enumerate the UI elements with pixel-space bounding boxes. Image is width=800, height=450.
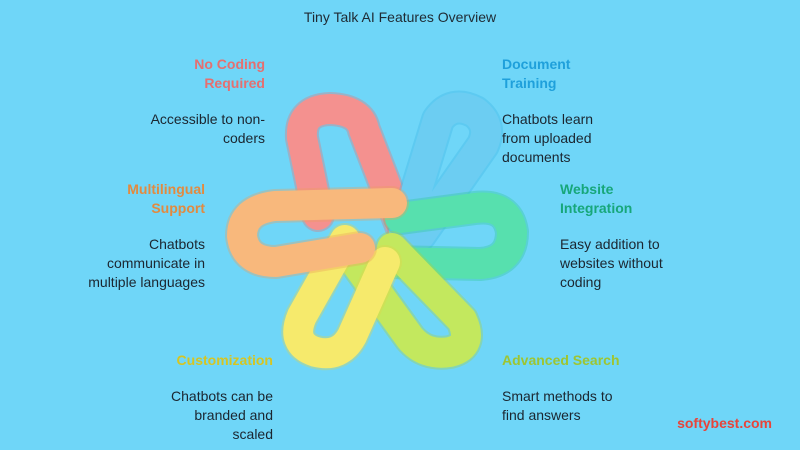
feature-document-training: Document Training Chatbots learn from up… (502, 55, 677, 167)
feature-description: Chatbots learn from uploaded documents (502, 111, 594, 165)
feature-website-integration: Website Integration Easy addition to web… (560, 180, 735, 292)
feature-title: No Coding Required (194, 56, 265, 91)
feature-title: Document Training (502, 56, 571, 91)
feature-no-coding: No Coding Required Accessible to non-cod… (90, 55, 265, 148)
feature-multilingual: Multilingual Support Chatbots communicat… (30, 180, 205, 292)
feature-title: Website Integration (560, 181, 633, 216)
watermark-text: softybest.com (677, 415, 772, 431)
diagram-title: Tiny Talk AI Features Overview (303, 9, 497, 25)
feature-title: Multilingual Support (127, 181, 205, 216)
feature-description: Chatbots communicate in multiple languag… (88, 236, 205, 290)
feature-title: Advanced Search (502, 352, 620, 368)
feature-description: Smart methods to find answers (502, 388, 613, 423)
feature-description: Chatbots can be branded and scaled (171, 388, 273, 442)
feature-title: Customization (176, 352, 273, 368)
feature-customization: Customization Chatbots can be branded an… (98, 351, 273, 444)
feature-advanced-search: Advanced Search Smart methods to find an… (502, 351, 677, 425)
feature-description: Accessible to non-coders (150, 111, 265, 146)
feature-description: Easy addition to websites without coding (560, 236, 663, 290)
